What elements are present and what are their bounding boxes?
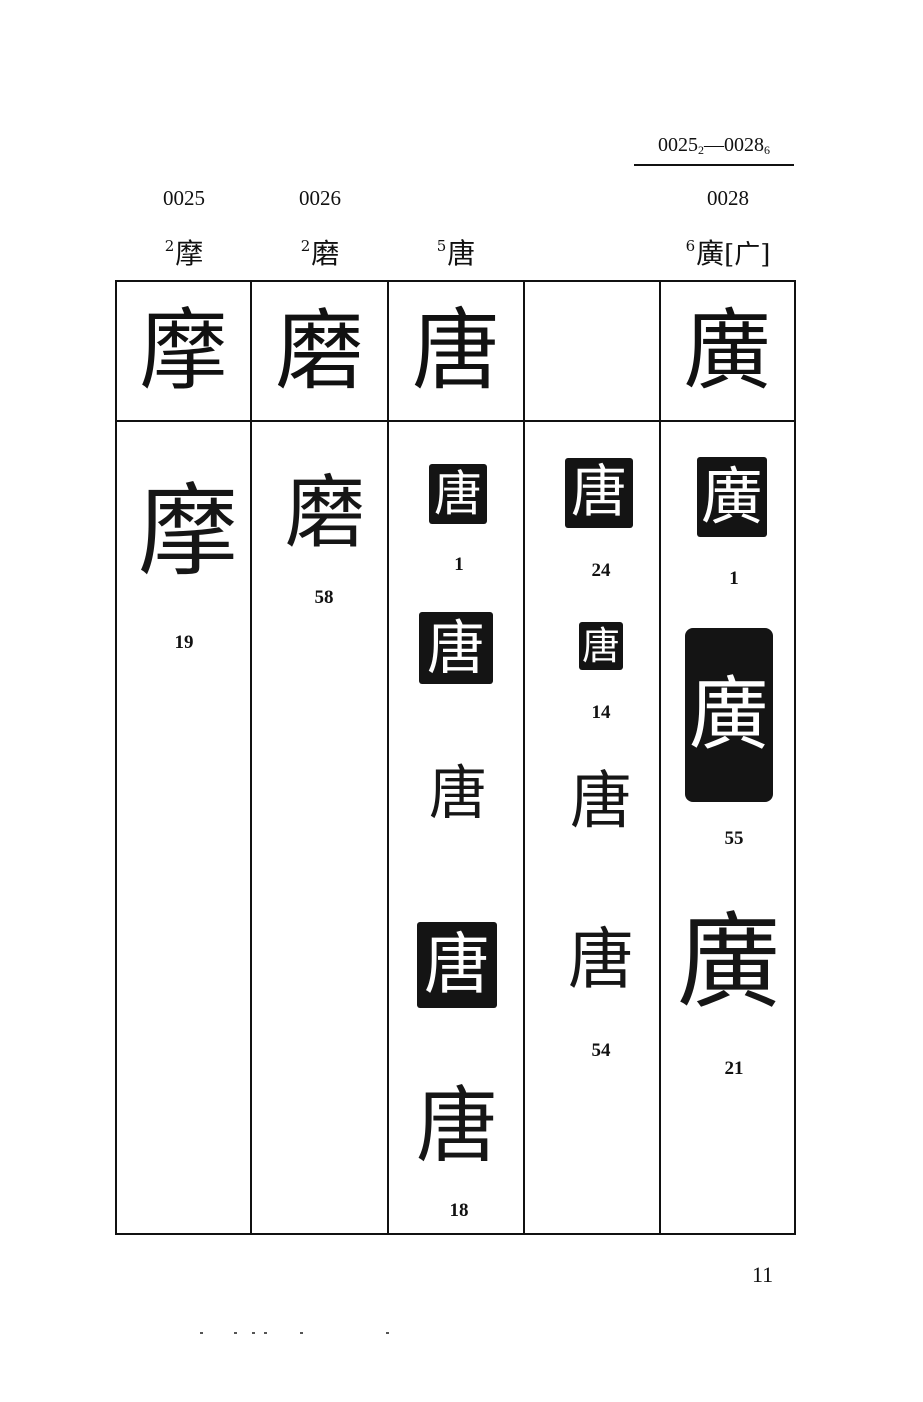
standard-glyph-cell-4 — [525, 282, 659, 420]
column-divider — [659, 282, 661, 1233]
column-char: 摩 — [175, 237, 204, 270]
column-divider — [523, 282, 525, 1233]
standard-glyph: 廣 — [683, 299, 772, 402]
seal-source-number: 19 — [174, 632, 194, 653]
row-divider — [117, 420, 794, 422]
seal-source-number: 58 — [314, 587, 334, 608]
standard-glyph-cell-1: 摩 — [117, 282, 250, 420]
seal-script-table: 摩 磨 唐 廣 摩 19 磨 58 唐 1 唐 唐 唐 唐 18 唐 24 唐 … — [115, 280, 796, 1235]
page-number: 11 — [752, 1262, 774, 1287]
seal-impression: 唐 — [419, 612, 493, 684]
column-char: 磨 — [311, 237, 340, 270]
column-character: 5唐 — [388, 228, 524, 272]
seal-impression: 廣 — [685, 628, 773, 802]
column-code: 0028 — [707, 186, 749, 210]
column-code: 0026 — [299, 186, 341, 210]
column-divider — [250, 282, 252, 1233]
seal-source-number: 54 — [591, 1040, 611, 1061]
entry-range-header: 00252—00286 — [634, 134, 794, 166]
seal-source-number: 18 — [449, 1200, 469, 1221]
seal-source-number: 21 — [724, 1058, 744, 1079]
seal-impression: 唐 — [579, 622, 623, 670]
standard-glyph-cell-5: 廣 — [661, 282, 794, 420]
seal-source-number: 1 — [454, 554, 464, 575]
seal-impression: 唐 — [429, 464, 487, 524]
seal-impression: 唐 — [569, 764, 632, 837]
seal-impression: 唐 — [415, 1079, 498, 1174]
seal-impression: 摩 — [138, 473, 238, 590]
seal-source-number: 14 — [591, 702, 611, 723]
seal-impression: 唐 — [417, 922, 497, 1008]
range-end-sub: 6 — [764, 143, 770, 157]
column-code: 0025 — [163, 186, 205, 210]
column-character: 2磨 — [252, 228, 388, 272]
seal-impression: 唐 — [429, 759, 488, 827]
seal-impression: 廣 — [697, 457, 767, 537]
seal-source-number: 55 — [724, 828, 744, 849]
standard-glyph-cell-2: 磨 — [252, 282, 387, 420]
column-char: 唐 — [447, 237, 476, 270]
seal-source-number: 24 — [591, 560, 611, 581]
standard-glyph: 磨 — [275, 299, 364, 402]
standard-glyph: 唐 — [411, 299, 500, 402]
column-sup: 2 — [300, 237, 311, 255]
column-character: 2摩 — [116, 228, 252, 272]
range-end: 0028 — [724, 134, 764, 156]
column-divider — [387, 282, 389, 1233]
standard-glyph-cell-3: 唐 — [389, 282, 523, 420]
scan-noise — [200, 1332, 400, 1338]
seal-impression: 唐 — [568, 921, 634, 998]
column-sup: 5 — [436, 237, 447, 255]
range-start-sub: 2 — [698, 143, 704, 157]
seal-impression: 唐 — [565, 458, 633, 528]
seal-source-number: 1 — [729, 568, 739, 589]
column-char: 廣 — [696, 237, 725, 270]
standard-glyph: 摩 — [139, 299, 228, 402]
column-character: 6廣[广] — [660, 228, 796, 273]
seal-impression: 磨 — [285, 466, 365, 559]
column-sup: 6 — [685, 237, 696, 255]
column-sup: 2 — [164, 237, 175, 255]
range-separator: — — [704, 134, 724, 156]
seal-impression: 廣 — [676, 901, 781, 1023]
range-start: 0025 — [658, 134, 698, 156]
column-variant: [广] — [724, 240, 771, 270]
